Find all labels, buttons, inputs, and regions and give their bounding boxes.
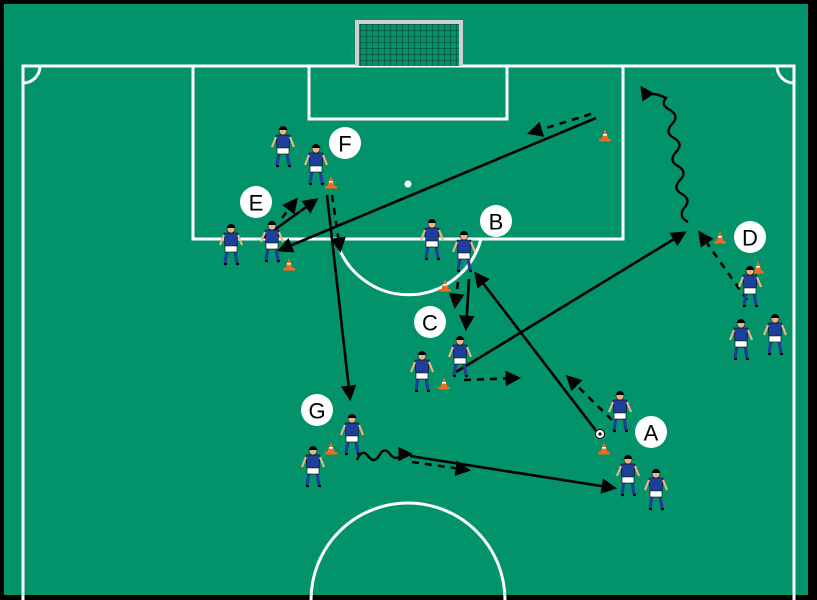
label-text: E — [249, 191, 264, 216]
station-label-A: A — [635, 416, 667, 448]
pass-A-to-B — [474, 271, 599, 433]
corner-arc-left — [22, 65, 42, 85]
centre-circle — [309, 501, 507, 600]
dribble-arrows — [355, 85, 689, 462]
label-badge — [240, 186, 272, 218]
ball-icon — [595, 429, 605, 439]
corner-arc-right — [775, 65, 795, 85]
pass-B-to-C — [458, 278, 475, 332]
run-A — [565, 374, 613, 421]
label-badge — [480, 205, 512, 237]
dribble-D — [640, 85, 689, 224]
run-B — [448, 281, 465, 310]
run-E — [280, 197, 298, 219]
label-badge — [301, 394, 333, 426]
run-arrows — [280, 112, 749, 476]
run-D-overlap — [527, 112, 592, 137]
station-label-F: F — [329, 127, 361, 159]
pass-G-to-A — [409, 454, 618, 494]
station-labels: A B C D E F G — [240, 127, 766, 448]
label-text: D — [742, 226, 758, 251]
station-label-D: D — [734, 221, 766, 253]
label-text: F — [338, 132, 351, 157]
station-label-E: E — [240, 186, 272, 218]
station-label-C: C — [414, 306, 446, 338]
pass-D-to-E — [277, 116, 597, 253]
label-text: C — [422, 311, 438, 336]
pitch-surface — [4, 4, 808, 595]
run-F — [330, 194, 346, 254]
label-badge — [414, 306, 446, 338]
run-G — [411, 460, 472, 476]
label-badge — [635, 416, 667, 448]
pass-arrows — [262, 116, 687, 494]
label-text: B — [489, 210, 504, 235]
label-text: A — [644, 421, 659, 446]
penalty-spot — [404, 180, 412, 188]
label-badge — [329, 127, 361, 159]
run-C — [463, 370, 522, 387]
station-label-B: B — [480, 205, 512, 237]
station-label-G: G — [301, 394, 333, 426]
label-badge — [734, 221, 766, 253]
pass-F-to-G — [325, 194, 357, 402]
dribble-G — [355, 446, 413, 462]
goal — [355, 20, 463, 66]
label-text: G — [308, 399, 325, 424]
run-D — [698, 230, 749, 301]
pass-C-to-D — [455, 231, 687, 374]
